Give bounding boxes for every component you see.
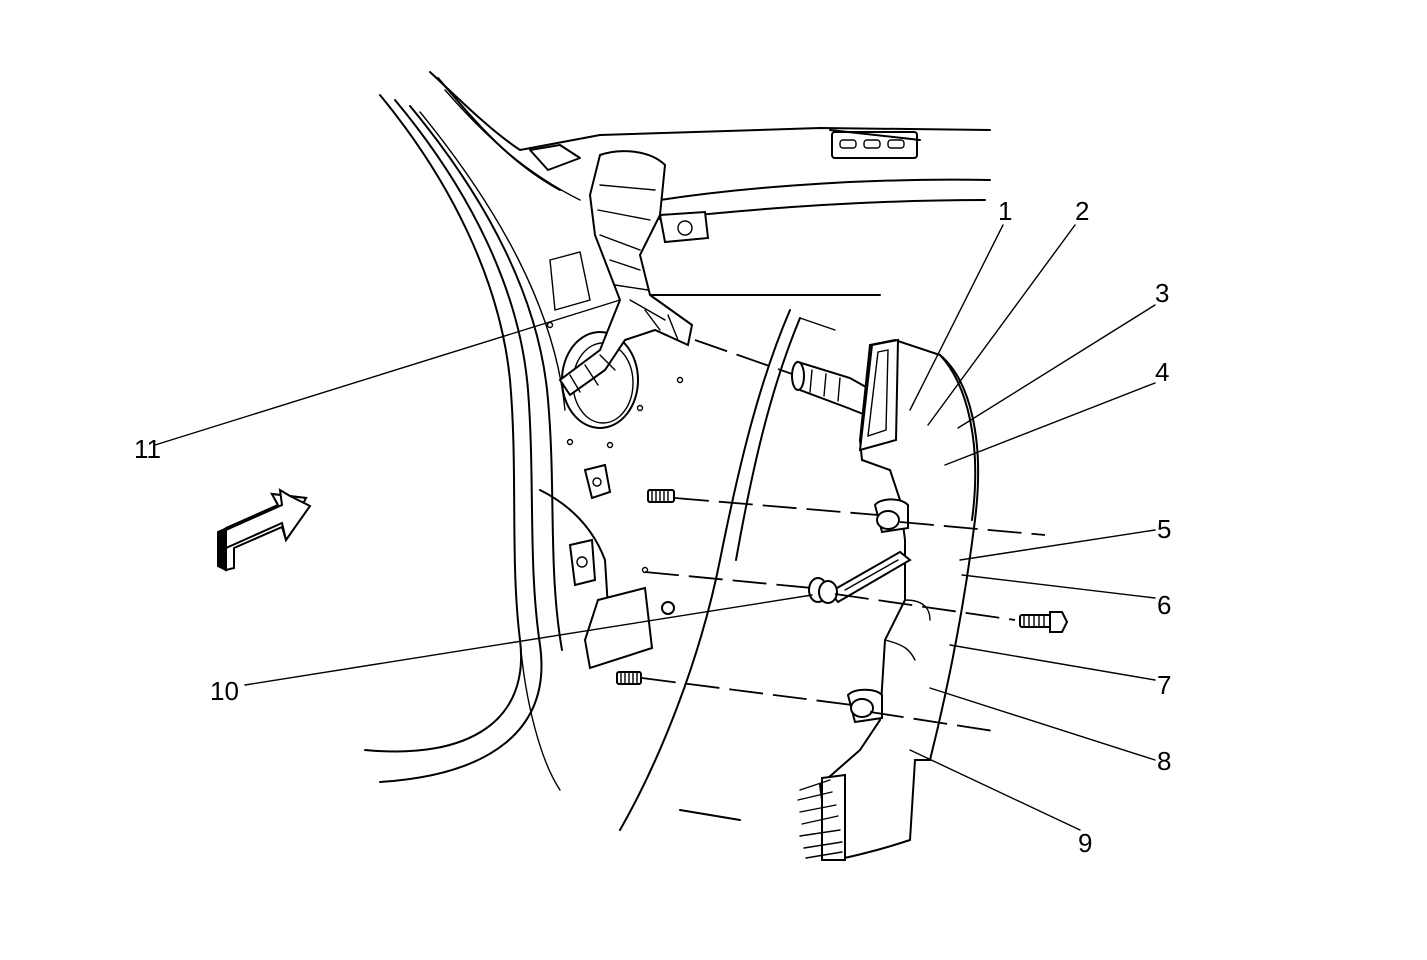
clip-upper — [873, 498, 909, 534]
upper-trim — [639, 129, 991, 296]
callout-9: 9 — [1078, 828, 1092, 858]
callout-5: 5 — [1157, 514, 1171, 544]
lower-bracket — [568, 463, 654, 670]
leader-lines — [154, 224, 1156, 831]
clip-lower — [846, 688, 883, 724]
stud-icon — [647, 489, 675, 503]
callout-2: 2 — [1075, 196, 1089, 226]
callout-7: 7 — [1157, 670, 1171, 700]
callout-1: 1 — [998, 196, 1012, 226]
callout-4: 4 — [1155, 357, 1169, 387]
bolt-icon — [1019, 611, 1069, 633]
forward-arrow-icon — [217, 488, 312, 572]
alignment-lines — [641, 497, 1046, 733]
callout-6: 6 — [1157, 590, 1171, 620]
carpet-edge — [797, 779, 843, 859]
callout-10: 10 — [210, 676, 239, 706]
roof-rail — [429, 71, 991, 201]
grommet-icon — [808, 577, 838, 604]
panel-holes — [546, 321, 684, 615]
inner-panel — [549, 251, 836, 831]
pillar-outline — [364, 94, 611, 791]
wiring-harness — [558, 150, 694, 397]
callout-11: 11 — [134, 434, 161, 464]
stud-icon — [616, 671, 642, 685]
callout-8: 8 — [1157, 746, 1171, 776]
callout-3: 3 — [1155, 278, 1169, 308]
callout-labels: 1 2 3 4 5 6 7 8 9 10 11 — [134, 196, 1171, 858]
